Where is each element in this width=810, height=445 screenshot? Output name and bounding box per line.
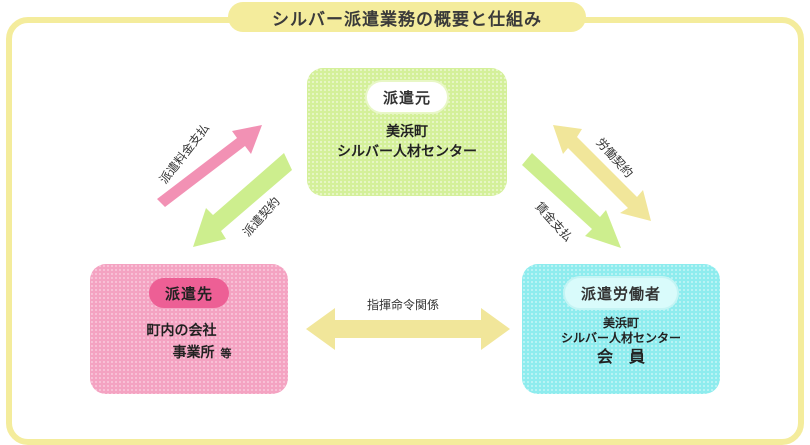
dispatch-destination-line2-row: 事業所等 xyxy=(147,342,232,365)
dispatch-destination-pill: 派遣先 xyxy=(148,278,229,308)
command-relation-arrow xyxy=(306,308,510,350)
dispatch-destination-suffix: 等 xyxy=(220,347,232,360)
dispatch-source-line1: 美浜町 xyxy=(386,124,428,140)
diagram-title: シルバー派遣業務の概要と仕組み xyxy=(228,2,586,32)
labor-contract-arrow xyxy=(553,125,651,221)
dispatch-source-pill: 派遣元 xyxy=(366,82,447,112)
dispatch-contract-arrow xyxy=(193,153,292,247)
dispatch-source-box: 派遣元 美浜町 シルバー人材センター xyxy=(307,68,507,196)
dispatch-destination-line1: 町内の会社 xyxy=(146,323,217,339)
command-relation-label: 指揮命令関係 xyxy=(367,298,440,312)
dispatch-worker-pill: 派遣労働者 xyxy=(564,278,677,308)
dispatch-destination-box: 派遣先 町内の会社 事業所等 xyxy=(90,264,288,394)
dispatch-destination-line2: 事業所 xyxy=(172,345,215,361)
dispatch-worker-text: 美浜町 シルバー人材センター 会員 xyxy=(561,316,681,368)
dispatch-source-text: 美浜町 シルバー人材センター xyxy=(337,122,477,162)
dispatch-worker-line1: 美浜町 xyxy=(602,316,639,330)
dispatch-worker-line3: 会員 xyxy=(596,347,661,366)
dispatch-worker-line2: シルバー人材センター xyxy=(560,331,681,345)
wage-payment-arrow xyxy=(522,153,621,248)
dispatch-worker-box: 派遣労働者 美浜町 シルバー人材センター 会員 xyxy=(522,264,720,394)
dispatch-destination-text: 町内の会社 事業所等 xyxy=(147,320,232,365)
dispatch-source-line2: シルバー人材センター xyxy=(337,144,477,160)
fee-payment-arrow xyxy=(157,125,262,207)
